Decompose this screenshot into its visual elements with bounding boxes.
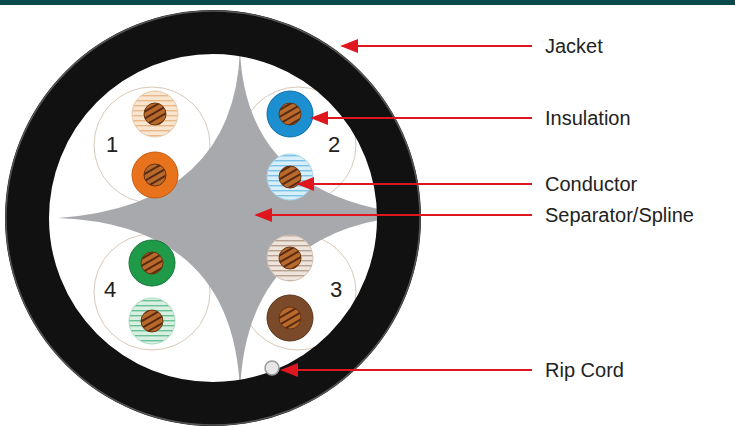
- part-label: Conductor: [545, 174, 637, 194]
- rip-cord: [265, 361, 279, 375]
- jacket: [27, 32, 399, 404]
- callout-number: 1: [106, 134, 118, 156]
- conductors: [141, 103, 301, 332]
- part-label: Insulation: [545, 108, 631, 128]
- part-label: Jacket: [545, 36, 603, 56]
- wires: [129, 91, 313, 344]
- callout-number: 2: [328, 134, 340, 156]
- top-bar: [0, 0, 735, 5]
- part-label: Separator/Spline: [545, 205, 694, 225]
- part-label: Rip Cord: [545, 360, 624, 380]
- callout-number: 4: [104, 279, 116, 301]
- leader-lines: [256, 46, 532, 370]
- callout-number: 3: [330, 279, 342, 301]
